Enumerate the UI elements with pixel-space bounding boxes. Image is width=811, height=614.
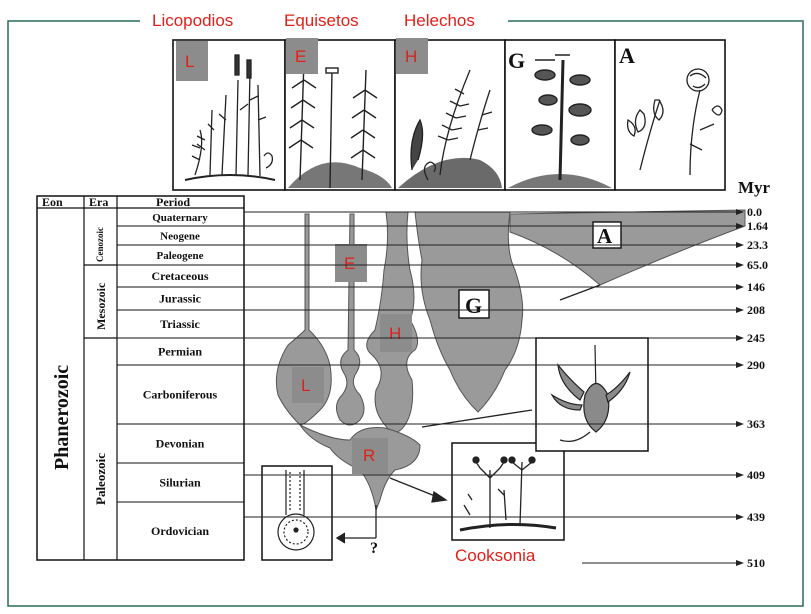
myr-value: 439 (747, 510, 765, 524)
label-licopodios: Licopodios (152, 11, 233, 30)
myr-value: 290 (747, 358, 765, 372)
arrow-icon (736, 472, 744, 478)
label-helechos: Helechos (404, 11, 475, 30)
myr-value: 510 (747, 556, 765, 570)
header-era: Era (89, 195, 108, 209)
tag-L-mid: L (301, 376, 310, 395)
arrow-icon (736, 307, 744, 313)
tag-H-mid: H (389, 324, 401, 343)
myr-value: 23.3 (747, 238, 768, 252)
arrow-icon (736, 514, 744, 520)
period-carboniferous: Carboniferous (143, 388, 218, 402)
era-paleozoic: Paleozoic (93, 453, 108, 505)
inset-sporangium (262, 466, 332, 560)
tag-H-top: H (405, 47, 417, 66)
myr-value: 208 (747, 303, 765, 317)
period-neogene: Neogene (160, 231, 200, 243)
myr-value: 245 (747, 331, 765, 345)
myr-value: 65.0 (747, 258, 768, 272)
inset-cooksonia (452, 443, 564, 540)
period-paleogene: Paleogene (156, 250, 203, 262)
myr-value: 363 (747, 417, 765, 431)
myr-value: 0.0 (747, 205, 762, 219)
myr-value: 409 (747, 468, 765, 482)
blob-letter-G: G (465, 293, 482, 318)
panel-letter-G: G (508, 48, 525, 73)
era-mesozoic: Mesozoic (94, 282, 108, 330)
period-silurian: Silurian (159, 476, 201, 490)
tag-L-top: L (185, 52, 194, 71)
myr-title: Myr (738, 178, 771, 197)
panel-letter-A: A (619, 43, 635, 68)
label-cooksonia: Cooksonia (455, 546, 536, 565)
tag-R-mid: R (363, 446, 375, 465)
angiosperm-blob (510, 210, 745, 285)
myr-value: 146 (747, 280, 765, 294)
arrow-icon (736, 262, 744, 268)
table-headers: Eon Era Period (42, 195, 190, 209)
plant-panels (173, 40, 725, 190)
era-cenozoic: Cenozoic (95, 227, 105, 262)
eon-phanerozoic: Phanerozoic (51, 365, 73, 470)
blob-letter-A: A (597, 224, 613, 248)
label-equisetos: Equisetos (284, 11, 359, 30)
arrow-icon (736, 284, 744, 290)
tag-E-top: E (295, 47, 306, 66)
period-ordovician: Ordovician (151, 524, 209, 538)
tag-E-mid: E (344, 254, 355, 273)
header-period: Period (156, 195, 190, 209)
question-mark: ? (370, 540, 378, 557)
period-permian: Permian (158, 345, 202, 359)
arrow-icon (736, 560, 744, 566)
period-jurassic: Jurassic (159, 292, 202, 306)
period-devonian: Devonian (156, 437, 205, 451)
period-cretaceous: Cretaceous (151, 269, 208, 283)
arrow-icon (736, 421, 744, 427)
inset-early-plant (536, 338, 648, 451)
period-triassic: Triassic (160, 317, 200, 331)
header-eon: Eon (42, 195, 63, 209)
period-quaternary: Quaternary (152, 212, 208, 224)
myr-value: 1.64 (747, 219, 768, 233)
period-rows: QuaternaryNeogenePaleogeneCretaceousJura… (117, 212, 244, 560)
arrow-icon (736, 362, 744, 368)
arrow-icon (736, 335, 744, 341)
arrow-icon (736, 242, 744, 248)
